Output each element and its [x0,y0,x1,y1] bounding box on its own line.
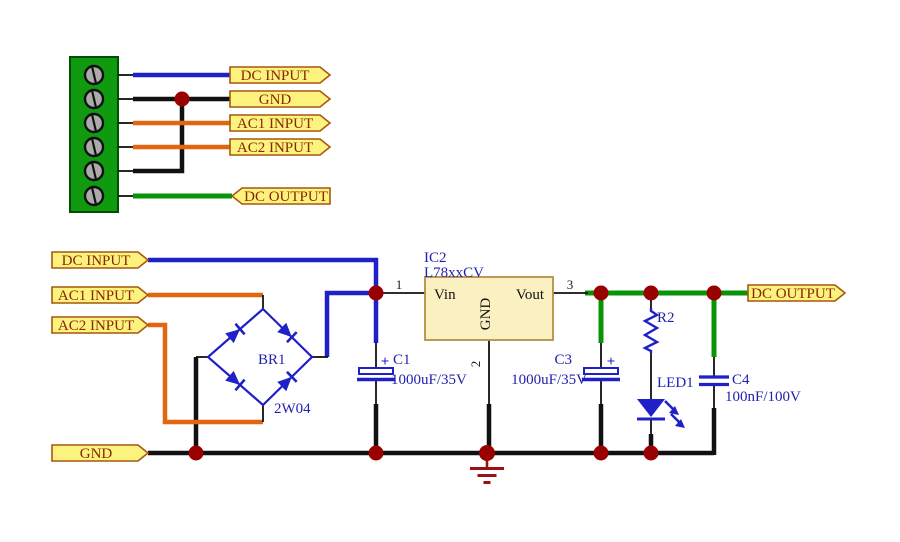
net-flag-ac2-main: AC2 INPUT [51,316,150,334]
led-ref: LED1 [657,375,694,391]
capacitor-value: 100nF/100V [725,389,801,405]
capacitor-polarity: + [607,354,616,370]
ic-body [424,276,554,341]
junction-dot [188,445,204,461]
capacitor-ref: C3 [554,352,572,368]
ic-value: L78xxCV [424,265,484,281]
junction-dot [174,91,190,107]
net-flag-label: DC INPUT [241,68,310,84]
led-triangle [637,399,665,417]
capacitor-value: 1000uF/35V [391,372,467,388]
net-flag-label: GND [80,446,113,462]
wire-bridge-plus [324,290,376,357]
junction-dot [643,285,659,301]
junction-dot [479,445,495,461]
ic-regulator-ic2: IC2 L78xxCV Vin Vout GND 1 3 2 [396,250,574,367]
wire-dc-input-main [148,257,379,343]
diode-bottom-right-icon [277,370,298,392]
capacitor-plate-top [358,367,394,375]
screw-terminal-2 [83,88,105,110]
net-flag-label: DC OUTPUT [751,286,835,302]
diode-top-left-icon [225,322,246,344]
ic-pin-vout-label: Vout [516,287,545,303]
net-flag-label: AC1 INPUT [58,288,134,304]
net-flag-ac1-top: AC1 INPUT [229,114,332,132]
net-flag-dc-output-top: DC OUTPUT [230,187,331,205]
screw-terminal-4 [83,136,105,158]
bridge-value: 2W04 [274,401,311,417]
capacitor-ref: C4 [732,372,750,388]
net-flag-gnd-main: GND [51,444,150,462]
resistor-ref: R2 [657,310,675,326]
capacitor-ref: C1 [393,352,411,368]
junction-dot [368,445,384,461]
net-flag-dc-output-main: DC OUTPUT [747,284,847,302]
net-flag-label: AC1 INPUT [237,116,313,132]
capacitor-c4: C4 100nF/100V [699,372,801,405]
screw-terminal-3 [83,112,105,134]
diode-top-right-icon [277,322,298,344]
bridge-diamond [206,307,314,407]
net-flag-label: AC2 INPUT [58,318,134,334]
capacitor-c3: + C3 1000uF/35V [511,352,620,388]
diode-bottom-left-icon [225,370,246,392]
net-flag-label: GND [259,92,292,108]
bridge-rectifier-br1: BR1 2W04 [206,307,314,417]
net-flag-label: AC2 INPUT [237,140,313,156]
capacitor-value: 1000uF/35V [511,372,587,388]
capacitor-plate-top [583,367,619,375]
ic-ref: IC2 [424,250,447,266]
terminal-block [69,56,134,213]
wire-ac2-main [148,322,263,425]
ic-pin-vin-label: Vin [434,287,456,303]
screw-terminal-5 [83,160,105,182]
bridge-ref: BR1 [258,352,286,368]
screw-terminal-1 [83,64,105,86]
junction-dot [593,445,609,461]
resistor-zigzag [642,308,660,353]
ic-pin-number-1: 1 [396,277,403,292]
net-flag-ac2-top: AC2 INPUT [229,138,332,156]
net-flag-gnd-top: GND [229,90,332,108]
junction-dot [368,285,384,301]
ic-pin-number-2: 2 [468,361,483,368]
junction-dot [643,445,659,461]
net-flag-dc-input-main: DC INPUT [51,251,150,269]
capacitor-polarity: + [381,354,390,370]
junction-dot [706,285,722,301]
wire-gnd-link-top [133,99,185,174]
ic-pin-gnd-label: GND [478,298,494,331]
led-led1: LED1 [637,375,694,428]
resistor-r2: R2 [642,308,675,353]
junction-dot [593,285,609,301]
capacitor-c1: + C1 1000uF/35V [357,352,467,388]
screw-terminal-6 [83,185,105,207]
net-flag-label: DC INPUT [62,253,131,269]
net-flag-label: DC OUTPUT [244,189,328,205]
net-flag-dc-input-top: DC INPUT [229,66,332,84]
net-flag-ac1-main: AC1 INPUT [51,286,150,304]
ic-pin-number-3: 3 [567,277,574,292]
led-emission-arrows-icon [664,400,685,428]
